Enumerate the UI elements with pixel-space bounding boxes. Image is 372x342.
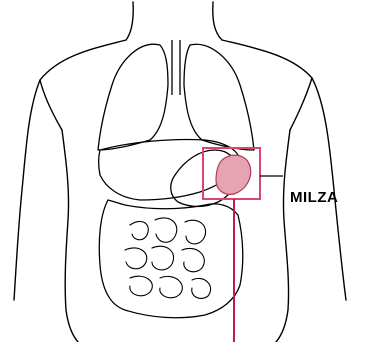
spleen-label: MILZA	[290, 189, 338, 206]
small-intestine	[125, 218, 211, 298]
lungs	[98, 40, 254, 150]
spleen	[216, 155, 251, 194]
large-intestine	[99, 200, 243, 318]
